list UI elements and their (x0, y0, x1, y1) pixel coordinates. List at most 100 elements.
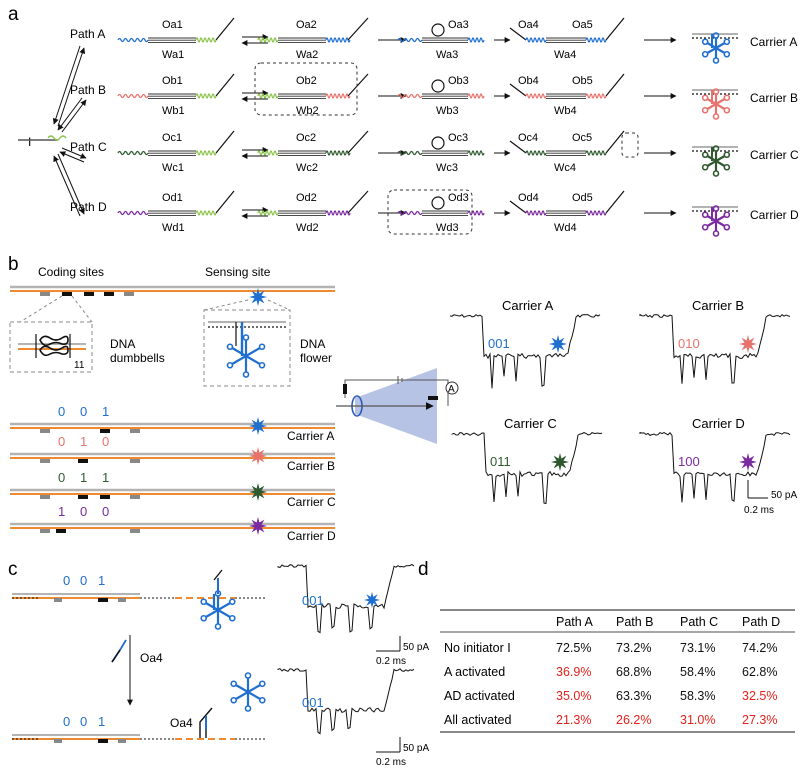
trace-star-b (739, 335, 757, 353)
table-cell: 74.2% (742, 641, 777, 655)
o-label: Oc5 (572, 132, 592, 144)
code-digit: 0 (102, 504, 109, 519)
w-label: Wb2 (296, 105, 319, 117)
carrier-star-a (249, 417, 267, 435)
w-label: Wc3 (436, 162, 458, 174)
trace-c-bottom: 001 (277, 668, 415, 735)
table-cell: 21.3% (556, 713, 591, 727)
table-cell: 32.5% (742, 689, 777, 703)
flower-attached-icon (200, 569, 236, 630)
nanopore-setup (336, 368, 449, 444)
sensing-site-label: Sensing site (205, 265, 271, 279)
scale-bar-c-bottom (376, 737, 401, 753)
dna-dumbbells-label-2: dumbbells (110, 351, 165, 365)
table-cell: 58.4% (680, 665, 715, 679)
trace-title-d: Carrier D (692, 416, 745, 431)
carrier-label-d: Carrier D (750, 208, 799, 222)
table-header-2: Path B (616, 615, 654, 629)
o-label: Od5 (572, 192, 593, 204)
panel-letter-d: d (418, 559, 429, 580)
code-digit: 1 (80, 470, 87, 485)
oa4-bound-label: Oa4 (170, 716, 193, 730)
w-label: Wa4 (554, 49, 576, 61)
w-label: Wb3 (436, 105, 459, 117)
table-header-3: Path C (680, 615, 718, 629)
code-digit: 0 (80, 404, 87, 419)
trace-star-d (739, 453, 757, 471)
carrier-name-c: Carrier C (287, 495, 336, 509)
table-cell: 62.8% (742, 665, 777, 679)
flower-released-icon (230, 672, 266, 712)
path-label-b: Path B (70, 83, 106, 97)
panel-letter-b: b (8, 254, 19, 275)
branch-arrows (52, 45, 87, 217)
carrier-star-d (249, 517, 267, 535)
o-label: Oa1 (162, 19, 183, 31)
carrier-name-a: Carrier A (287, 429, 334, 443)
trace-c-bottom-code: 001 (302, 695, 324, 710)
dumbbell-count-subscript: 11 (74, 360, 85, 371)
code-digit: 0 (102, 434, 109, 449)
code-digit: 1 (102, 404, 109, 419)
sensing-star-icon (249, 288, 267, 306)
code-digit: 1 (102, 470, 109, 485)
scale-bar-c-top-current: 50 pA (403, 642, 429, 653)
code-digit: 1 (58, 504, 65, 519)
scale-bar-c-bottom-current: 50 pA (403, 743, 429, 754)
panel-letter-c: c (8, 559, 18, 580)
trace-title-c: Carrier C (504, 416, 557, 431)
o-label: Ob1 (162, 75, 183, 87)
code-bottom-1: 0 (80, 714, 87, 729)
trace-code-b: 010 (678, 336, 700, 351)
initiator-label: I (28, 135, 31, 149)
code-digit: 0 (58, 434, 65, 449)
sensing-star-icon (249, 288, 267, 306)
w-label: Wd4 (554, 222, 577, 234)
scale-bar-b-time: 0.2 ms (744, 505, 774, 516)
carrier-name-b: Carrier B (287, 459, 335, 473)
o-label: Ob4 (518, 75, 539, 87)
w-label: Wd3 (436, 222, 459, 234)
table-header-4: Path D (742, 615, 780, 629)
path-label-c: Path C (70, 140, 107, 154)
trace-c-top: 001 (277, 563, 415, 634)
o-label: Oa5 (572, 19, 593, 31)
table-cell: 63.3% (616, 689, 651, 703)
carrier-schematic-top (10, 285, 335, 296)
table-header-1: Path A (556, 615, 593, 629)
scale-bar-c-top (376, 636, 401, 652)
trace-star-a (549, 335, 567, 353)
w-label: Wa2 (296, 49, 318, 61)
o-label: Ob3 (448, 75, 469, 87)
code-bottom-0: 0 (63, 714, 70, 729)
table-cell: 73.1% (680, 641, 715, 655)
table-cell: 73.2% (616, 641, 651, 655)
dumbbell-zoom-box (9, 321, 93, 373)
flower-zoom-box (203, 309, 291, 387)
w-label: Wc4 (554, 162, 576, 174)
code-top-1: 0 (80, 573, 87, 588)
trace-title-a: Carrier A (502, 298, 554, 313)
code-digit: 0 (80, 504, 87, 519)
w-label: Wd1 (162, 222, 185, 234)
code-digit: 0 (58, 470, 65, 485)
carrier-star-c (249, 483, 267, 501)
o-label: Od3 (448, 192, 469, 204)
carrier-name-d: Carrier D (287, 529, 336, 543)
o-label: Oa4 (518, 19, 539, 31)
highlight-box-oc5 (621, 132, 639, 158)
trace-c-top-star (364, 592, 380, 608)
dna-flower-label-1: DNA (300, 337, 325, 351)
scale-bar-c-top-time: 0.2 ms (376, 656, 406, 667)
